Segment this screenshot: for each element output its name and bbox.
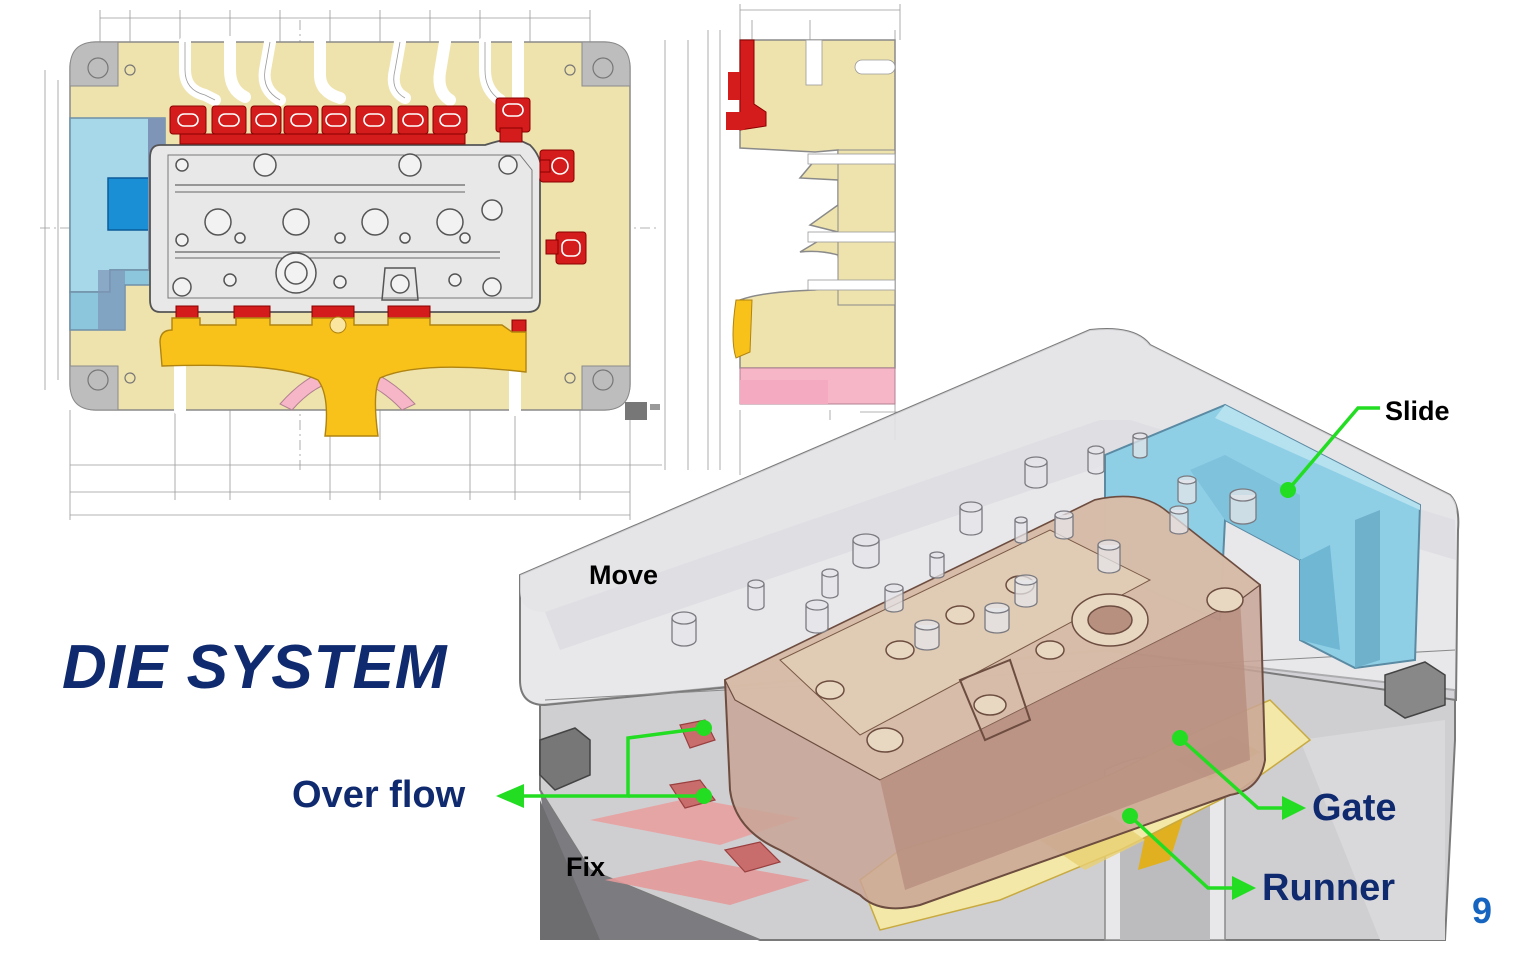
die-3d-model (519, 328, 1460, 941)
slide-marker-dot (1280, 482, 1296, 498)
gate-arrowhead (1282, 796, 1306, 820)
label-slide: Slide (1385, 396, 1450, 426)
plan-slide (69, 117, 166, 331)
gate-marker-dot (1172, 730, 1188, 746)
plan-overflows (169, 97, 587, 333)
leader-lines (520, 406, 1380, 890)
plan-runner (159, 316, 527, 437)
leader-slide (1286, 406, 1380, 492)
slide-title: DIE SYSTEM (62, 633, 448, 702)
leader-gate (1178, 736, 1290, 810)
runner-arrowhead (1232, 876, 1256, 900)
label-move: Move (589, 560, 659, 590)
runner-marker-dot (1122, 808, 1138, 824)
label-fix: Fix (566, 852, 606, 882)
page-number: 9 (1472, 890, 1493, 931)
label-over-flow: Over flow (292, 774, 466, 816)
casting-part-3d (723, 495, 1267, 910)
leader-markers (496, 482, 1306, 900)
label-gate: Gate (1312, 787, 1397, 829)
section-view-drawing (707, 4, 901, 475)
plan-view-drawing (40, 10, 689, 520)
overflow-marker-dot-bottom (696, 788, 712, 804)
overflow-marker-dot-top (696, 720, 712, 736)
overflow-arrowhead (496, 784, 524, 808)
leader-overflow-top (520, 726, 705, 798)
plan-casting-part (149, 137, 543, 313)
label-runner: Runner (1262, 867, 1395, 909)
ejector-pins (671, 432, 1257, 651)
leader-runner (1128, 814, 1240, 890)
